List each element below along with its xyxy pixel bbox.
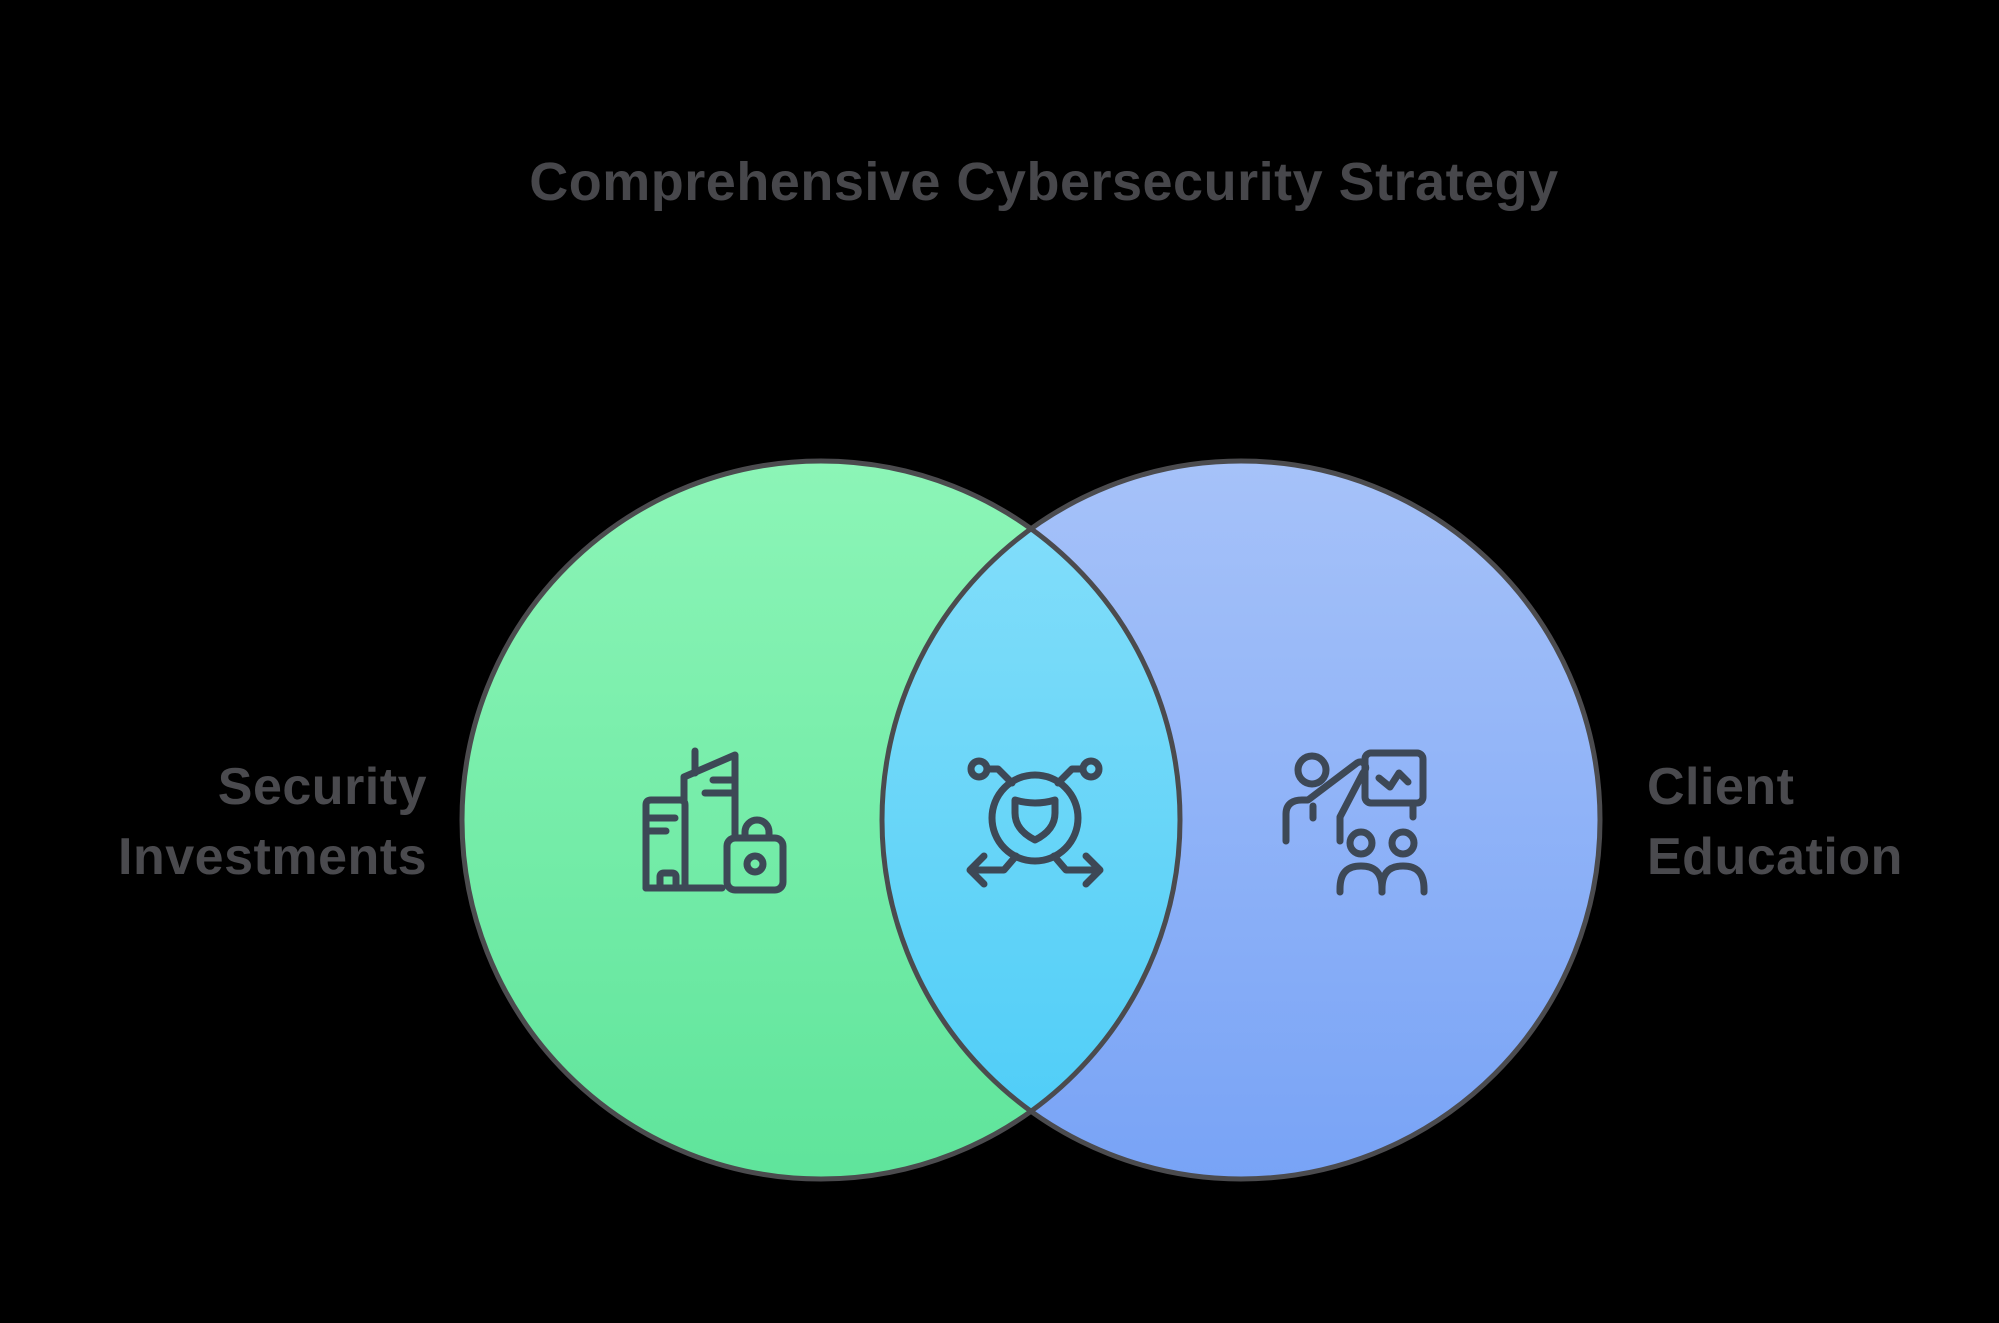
label-client-education: Client Education bbox=[1647, 752, 1903, 892]
presentation-audience-icon bbox=[1282, 749, 1428, 896]
audience-head-left bbox=[1346, 828, 1376, 858]
board-chart-line bbox=[1375, 769, 1412, 791]
shield-network-icon bbox=[966, 757, 1104, 888]
lock-shackle bbox=[741, 816, 773, 842]
arrow-shaft-bottom-right bbox=[1050, 852, 1103, 874]
audience-shoulders-right bbox=[1378, 862, 1428, 896]
lock-keyhole bbox=[743, 852, 767, 876]
label-client-education-line2: Education bbox=[1647, 828, 1903, 886]
node-top-right bbox=[1079, 757, 1103, 781]
shield bbox=[1011, 796, 1059, 844]
presentation-board bbox=[1361, 749, 1427, 807]
door bbox=[656, 869, 680, 892]
arrow-head-bottom-right bbox=[1082, 852, 1104, 888]
label-client-education-line1: Client bbox=[1647, 758, 1795, 816]
right-circle-outline bbox=[879, 458, 1603, 1182]
presenter-head bbox=[1294, 752, 1330, 788]
node-link-top-right bbox=[1054, 765, 1086, 787]
label-security-investments: Security Investments bbox=[118, 752, 427, 892]
arrow-head-bottom-left bbox=[966, 852, 988, 888]
lock-body bbox=[723, 834, 787, 894]
audience-head-right bbox=[1388, 828, 1418, 858]
arrow-shaft-bottom-left bbox=[967, 852, 1020, 874]
node-link-top-left bbox=[984, 765, 1016, 787]
page-title: Comprehensive Cybersecurity Strategy bbox=[529, 152, 1559, 212]
building-lock-icon bbox=[642, 747, 787, 894]
label-security-investments-line1: Security bbox=[217, 758, 427, 816]
overlap-region-fill bbox=[882, 461, 1180, 1179]
left-circle-outline bbox=[459, 458, 1183, 1182]
label-security-investments-line2: Investments bbox=[118, 828, 427, 886]
shield-ring bbox=[988, 771, 1082, 865]
node-top-left bbox=[967, 757, 991, 781]
